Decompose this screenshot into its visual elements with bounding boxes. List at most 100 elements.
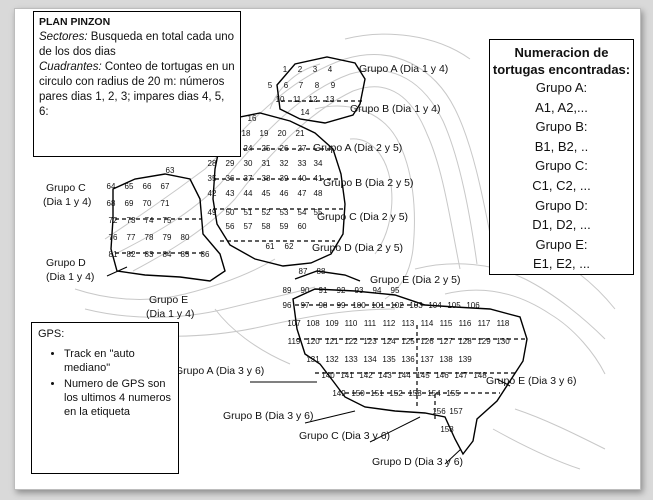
plot-number-91: 91 [319,286,328,295]
plot-number-104: 104 [428,301,442,310]
plot-number-131: 131 [306,355,320,364]
plot-number-54: 54 [298,208,307,217]
gps-legend-box: GPS: Track en "auto mediano" Numero de G… [31,322,179,474]
sampling-map: 1234567891011121314151617181920212223242… [43,33,616,470]
plot-number-85: 85 [181,250,190,259]
plot-number-13: 13 [326,95,335,104]
contour-line [269,63,321,110]
plot-number-58: 58 [262,222,271,231]
numeracion-row: E1, E2, ... [532,256,591,272]
pointer-line [444,448,462,465]
plot-number-49: 49 [208,208,217,217]
plot-number-108: 108 [306,319,320,328]
numeracion-row: B1, B2, .. [534,138,589,154]
sector-outline-a-b-day-1-4 [276,56,366,124]
plot-number-120: 120 [306,337,320,346]
plot-number-74: 74 [145,216,154,225]
plot-number-145: 145 [416,371,430,380]
sector-outline-c-d-day-1-4 [110,173,226,282]
group-label: Grupo B (Dia 2 y 5) [323,177,413,189]
plot-number-28: 28 [208,159,217,168]
plot-number-117: 117 [478,319,491,328]
group-label: Grupo D (Dia 3 y 6) [372,456,463,468]
plot-number-102: 102 [390,301,404,310]
plot-number-10: 10 [276,95,285,104]
plan-sectores: Sectores: Busqueda en total cada uno de … [39,30,235,60]
numeracion-row: A1, A2,... [535,99,588,115]
plot-number-20: 20 [278,129,287,138]
plot-number-124: 124 [382,337,396,346]
plot-number-53: 53 [280,208,289,217]
plot-number-100: 100 [352,301,366,310]
plot-number-52: 52 [262,208,271,217]
plot-number-154: 154 [427,389,441,398]
plot-number-44: 44 [244,189,253,198]
plot-number-144: 144 [397,371,411,380]
gps-item: Numero de GPS son los ultimos 4 numeros … [64,377,172,419]
plot-number-40: 40 [298,174,307,183]
plot-number-33: 33 [298,159,307,168]
plot-number-116: 116 [459,319,472,328]
pointer-line [304,410,356,424]
group-label: Grupo D [46,257,86,269]
sector-outline-day-2-5 [212,112,346,267]
plot-number-24: 24 [244,144,253,153]
plot-number-132: 132 [325,355,339,364]
plot-number-128: 128 [458,337,472,346]
plot-number-94: 94 [373,286,382,295]
plot-number-148: 148 [473,371,487,380]
group-label: Grupo C [46,182,86,194]
plot-number-135: 135 [382,355,396,364]
contour-line [414,263,606,340]
plot-number-42: 42 [208,189,217,198]
plot-number-106: 106 [466,301,480,310]
gps-title: GPS: [38,328,65,340]
plot-number-139: 139 [458,355,472,364]
sectores-text: Busqueda en total cada uno de los dos di… [39,31,235,58]
group-label: Grupo A (Dia 1 y 4) [359,63,448,75]
plot-number-113: 113 [402,319,415,328]
plot-number-101: 101 [371,301,385,310]
sector-outline-day-3-6 [292,288,528,456]
numeracion-title-line-2: tortugas encontradas: [492,62,631,77]
plot-number-69: 69 [125,199,134,208]
plot-number-11: 11 [293,95,302,104]
plot-number-129: 129 [477,337,491,346]
plot-number-95: 95 [391,286,400,295]
plot-number-21: 21 [296,129,305,138]
plan-legend-box: PLAN PINZON Sectores: Busqueda en total … [33,11,241,157]
plot-number-136: 136 [401,355,415,364]
plot-number-8: 8 [315,81,320,90]
plot-number-45: 45 [262,189,271,198]
plot-number-137: 137 [420,355,434,364]
plot-number-71: 71 [161,199,170,208]
plot-number-51: 51 [244,208,253,217]
plot-number-153: 153 [408,389,422,398]
plot-number-121: 121 [325,337,339,346]
quadrant-dividers [115,100,527,419]
plot-number-55: 55 [314,208,323,217]
pointer-line [369,416,421,443]
plot-number-152: 152 [389,389,403,398]
plot-number-76: 76 [109,233,118,242]
plot-number-84: 84 [163,250,172,259]
group-label: Grupo A (Dia 3 y 6) [175,365,264,377]
cuadrantes-text: Conteo de tortugas en un circulo con rad… [39,61,235,118]
plot-number-38: 38 [262,174,271,183]
plot-number-75: 75 [163,216,172,225]
plot-number-86: 86 [201,250,210,259]
cuadrantes-label: Cuadrantes: [39,61,102,73]
plot-number-105: 105 [447,301,461,310]
plot-number-130: 130 [496,337,510,346]
plot-number-60: 60 [298,222,307,231]
plot-number-119: 119 [288,337,301,346]
numeracion-legend-box: Numeracion de tortugas encontradas: Grup… [489,39,634,275]
plot-number-59: 59 [280,222,289,231]
plot-number-149: 149 [332,389,346,398]
plot-number-87: 87 [299,267,308,276]
plot-number-109: 109 [325,319,339,328]
plot-number-48: 48 [314,189,323,198]
group-label: Grupo E (Dia 3 y 6) [486,375,576,387]
plot-number-157: 157 [449,407,463,416]
pointer-line [106,266,128,277]
